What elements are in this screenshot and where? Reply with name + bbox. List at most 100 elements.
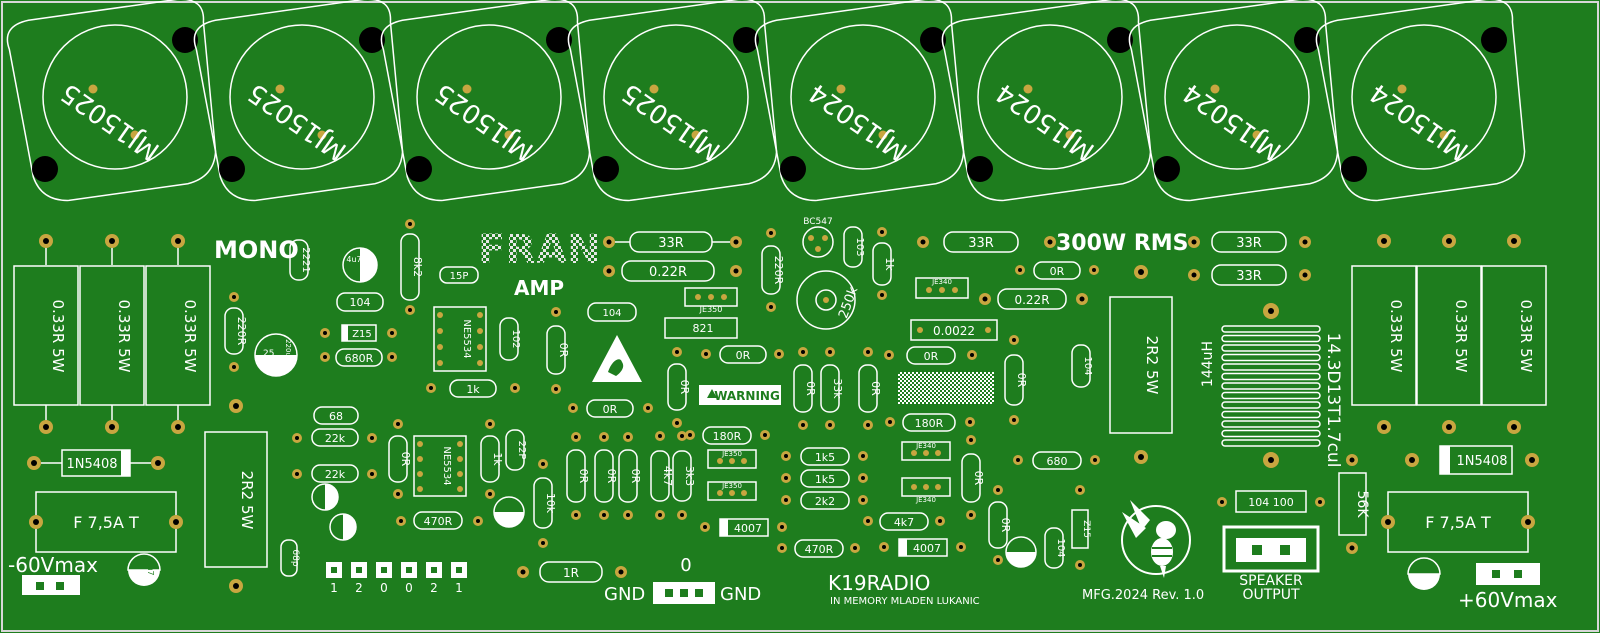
transistor-je350-c: JE350 bbox=[707, 481, 757, 501]
transistor-label: JE350 bbox=[699, 305, 723, 314]
resistor-label: 220R bbox=[772, 256, 785, 285]
resistor-label: 470R bbox=[424, 515, 453, 528]
resistor-0r-vert-c: 0R bbox=[667, 347, 691, 428]
diode-4007-b: 4007 bbox=[879, 538, 966, 557]
cap-label: 103 bbox=[854, 237, 865, 256]
transistor-label: JE340 bbox=[931, 278, 952, 286]
speaker-output-connector[interactable] bbox=[1222, 525, 1320, 573]
electrolytic-cap-220uf: 25 220uF bbox=[254, 333, 298, 377]
resistor-0r-vert: 0R bbox=[594, 432, 618, 520]
emitter-resistor-label: 0.33R 5W bbox=[1387, 300, 1405, 373]
resistor-8k2: 8k2 bbox=[400, 219, 424, 315]
resistor-label: 680R bbox=[345, 352, 374, 365]
bee-logo-icon bbox=[1121, 500, 1191, 578]
resistor-1k5-b: 1k5 bbox=[781, 469, 868, 488]
diode-1n5408-left: 1N5408 bbox=[27, 449, 165, 477]
neg-supply-label: -60Vmax bbox=[8, 553, 98, 577]
resistor-label: 180R bbox=[915, 417, 944, 430]
resistor-label: 3k3 bbox=[683, 466, 696, 486]
resistor-3k3-vert: 3k3 bbox=[672, 431, 696, 520]
resistor-label: 0R bbox=[557, 343, 570, 358]
resistor-label: 68 bbox=[329, 410, 343, 423]
resistor-1k-vert-right: 1k bbox=[872, 227, 896, 300]
cap-label: 104 bbox=[602, 308, 621, 319]
resistor-33r-top: 33R bbox=[603, 231, 742, 253]
resistor-22k-a: 22k bbox=[292, 428, 377, 447]
inductor-uh-label: 144uH bbox=[1200, 341, 1216, 387]
zero-label: 0 bbox=[680, 555, 691, 576]
fuse-right: F 7,5A T bbox=[1381, 491, 1535, 553]
resistor-label: 33k bbox=[831, 378, 844, 399]
resistor-0r-row: 0R 0R 0R bbox=[566, 432, 642, 520]
cap-104-left: 104 bbox=[336, 292, 384, 312]
cap-label: 4u7 bbox=[146, 560, 155, 575]
emitter-resistor-label: 0.33R 5W bbox=[181, 300, 199, 373]
speaker-ground-connector[interactable] bbox=[653, 582, 715, 604]
emitter-resistor: 0.33R 5W bbox=[1351, 234, 1417, 434]
cap-103: 103 bbox=[843, 226, 865, 268]
amp-label: AMP bbox=[514, 276, 564, 300]
zener-z15-right: Z15 bbox=[1071, 485, 1091, 570]
resistor-0r-vert-d: 0R bbox=[1004, 335, 1028, 425]
cap-15p: 15P bbox=[439, 266, 479, 284]
resistor-label: 0R bbox=[629, 469, 642, 484]
fran-logo: FRAN bbox=[478, 227, 601, 273]
resistor-label: 0R bbox=[1050, 265, 1065, 278]
resistor-label: 470R bbox=[805, 543, 834, 556]
resistor-label: 1k bbox=[466, 383, 480, 396]
resistor-label: 1R bbox=[563, 566, 579, 580]
transistor-label: BC547 bbox=[803, 217, 832, 227]
resistor-label: 0R bbox=[399, 452, 412, 467]
power-resistor-label: 2R2 5W bbox=[1143, 336, 1161, 395]
resistor-label: 180R bbox=[713, 430, 742, 443]
emitter-resistor: 0.33R 5W bbox=[79, 234, 145, 434]
emitter-resistor-label: 0.33R 5W bbox=[1517, 300, 1535, 373]
cap-label: 68p bbox=[290, 549, 300, 566]
resistor-label: 2k2 bbox=[815, 495, 835, 508]
left-emitter-resistors: 0.33R 5W 0.33R 5W 0.33R 5W bbox=[13, 234, 211, 434]
resistor-label: 0R bbox=[605, 469, 618, 484]
resistor-33r-mid: 33R bbox=[917, 231, 1056, 253]
diode-label: 1N5408 bbox=[1456, 454, 1507, 469]
resistor-33r-right-a: 33R bbox=[1188, 231, 1311, 253]
transistor-label: JE340 bbox=[915, 442, 936, 450]
neg-supply-connector[interactable] bbox=[22, 575, 80, 595]
inductor-value-label: 14.3D13T1.7cul bbox=[1323, 333, 1343, 468]
transistor-label: JE350 bbox=[721, 450, 742, 458]
ic-ne5534-top: NE5534 bbox=[433, 306, 487, 372]
header-pin-label: 2 bbox=[355, 581, 363, 595]
emitter-resistor: 0.33R 5W bbox=[145, 234, 211, 434]
pos-supply-connector[interactable] bbox=[1476, 563, 1540, 585]
cap-22p: 22P bbox=[505, 429, 527, 471]
resistor-label: 1k bbox=[491, 452, 504, 466]
output-label: OUTPUT bbox=[1242, 587, 1300, 603]
diode-label: 4007 bbox=[913, 542, 941, 555]
cap-4u7-c bbox=[493, 496, 525, 528]
mfg-label: MFG.2024 Rev. 1.0 bbox=[1082, 588, 1204, 603]
right-emitter-resistors: 0.33R 5W 0.33R 5W 0.33R 5W bbox=[1351, 234, 1547, 434]
transistor-je340-top: JE340 bbox=[915, 277, 969, 299]
resistor-label: 0R bbox=[804, 381, 817, 396]
power-resistor-2r2-right: 2R2 5W bbox=[1109, 265, 1173, 464]
cap-label: 104 100 bbox=[1248, 496, 1294, 509]
resistor-0r-right: 0R bbox=[1015, 261, 1099, 280]
ic-ne5534-lower: NE5534 bbox=[413, 435, 467, 497]
resistor-56k: 56K bbox=[1338, 454, 1370, 554]
warning-label-box: WARNING bbox=[699, 385, 781, 405]
cap-68p: 68p bbox=[280, 539, 300, 577]
resistor-470r-left: 470R bbox=[396, 511, 483, 530]
gnd-label-left: GND bbox=[604, 584, 645, 605]
ic-label: NE5534 bbox=[461, 319, 472, 358]
cap-label: 821 bbox=[693, 322, 714, 335]
resistor-label: 220R bbox=[235, 317, 248, 346]
resistor-470r-mid: 470R bbox=[777, 539, 860, 558]
cap-104-bottom: 104 bbox=[1044, 527, 1066, 569]
resistor-0r-vert: 0R bbox=[566, 432, 590, 520]
diode-4007-a: 4007 bbox=[700, 518, 787, 537]
cap-label: 104 bbox=[1082, 356, 1093, 375]
cap-label: 104 bbox=[350, 296, 371, 309]
transistor-je340-b: JE340 bbox=[901, 441, 951, 461]
cap-label: 102 bbox=[510, 329, 521, 348]
